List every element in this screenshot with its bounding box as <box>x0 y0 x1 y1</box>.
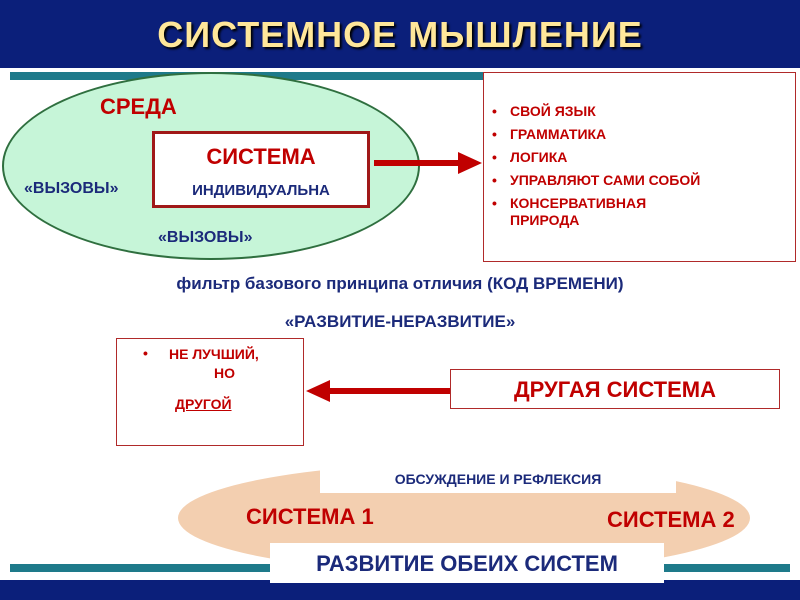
system-2-label: СИСТЕМА 2 <box>607 507 735 532</box>
development-label: РАЗВИТИЕ ОБЕИХ СИСТЕМ <box>316 551 618 576</box>
arrow-right-icon <box>374 152 482 174</box>
bullet-icon: • <box>492 172 497 188</box>
properties-list: •СВОЙ ЯЗЫК •ГРАММАТИКА •ЛОГИКА •УПРАВЛЯЮ… <box>484 103 795 235</box>
arrow-left-icon <box>306 380 450 402</box>
header-band <box>0 0 800 68</box>
list-item: •КОНСЕРВАТИВНАЯ ПРИРОДА <box>492 195 647 228</box>
discussion-box: ОБСУЖДЕНИЕ И РЕФЛЕКСИЯ <box>320 463 676 493</box>
challenges-bottom-label: «ВЫЗОВЫ» <box>158 229 253 246</box>
footer-band <box>0 580 800 600</box>
discussion-label: ОБСУЖДЕНИЕ И РЕФЛЕКСИЯ <box>394 471 602 487</box>
comparison-line-1: НЕ ЛУЧШИЙ, <box>169 346 259 362</box>
other-system-box: ДРУГАЯ СИСТЕМА <box>450 369 780 409</box>
filter-line-1: фильтр базового принципа отличия (КОД ВР… <box>176 274 624 293</box>
comparison-line-3: ДРУГОЙ <box>175 396 232 412</box>
list-item: •СВОЙ ЯЗЫК <box>492 103 596 119</box>
bullet-icon: • <box>143 345 148 361</box>
bullet-icon: • <box>492 195 497 211</box>
list-item: •УПРАВЛЯЮТ САМИ СОБОЙ <box>492 172 701 188</box>
system-subtitle: ИНДИВИДУАЛЬНА <box>192 182 330 199</box>
bullet-icon: • <box>492 126 497 142</box>
filter-line-2: «РАЗВИТИЕ-НЕРАЗВИТИЕ» <box>284 312 516 331</box>
top-divider <box>10 72 790 80</box>
bullet-icon: • <box>492 103 497 119</box>
system-title: СИСТЕМА <box>206 144 316 169</box>
development-box: РАЗВИТИЕ ОБЕИХ СИСТЕМ <box>270 543 664 583</box>
environment-label: СРЕДА <box>100 94 177 119</box>
other-system-label: ДРУГАЯ СИСТЕМА <box>513 377 716 402</box>
list-item: •ЛОГИКА <box>492 149 568 165</box>
bullet-icon: • <box>492 149 497 165</box>
system-box: СИСТЕМА ИНДИВИДУАЛЬНА <box>152 131 370 208</box>
slide-title: СИСТЕМНОЕ МЫШЛЕНИЕ <box>157 14 643 55</box>
list-item: •ГРАММАТИКА <box>492 126 607 142</box>
system-1-label: СИСТЕМА 1 <box>246 504 374 529</box>
comparison-line-2: НО <box>214 365 235 381</box>
comparison-box: • НЕ ЛУЧШИЙ, НО ДРУГОЙ <box>116 338 304 446</box>
properties-box: •СВОЙ ЯЗЫК •ГРАММАТИКА •ЛОГИКА •УПРАВЛЯЮ… <box>483 72 796 262</box>
challenges-left-label: «ВЫЗОВЫ» <box>24 180 119 197</box>
